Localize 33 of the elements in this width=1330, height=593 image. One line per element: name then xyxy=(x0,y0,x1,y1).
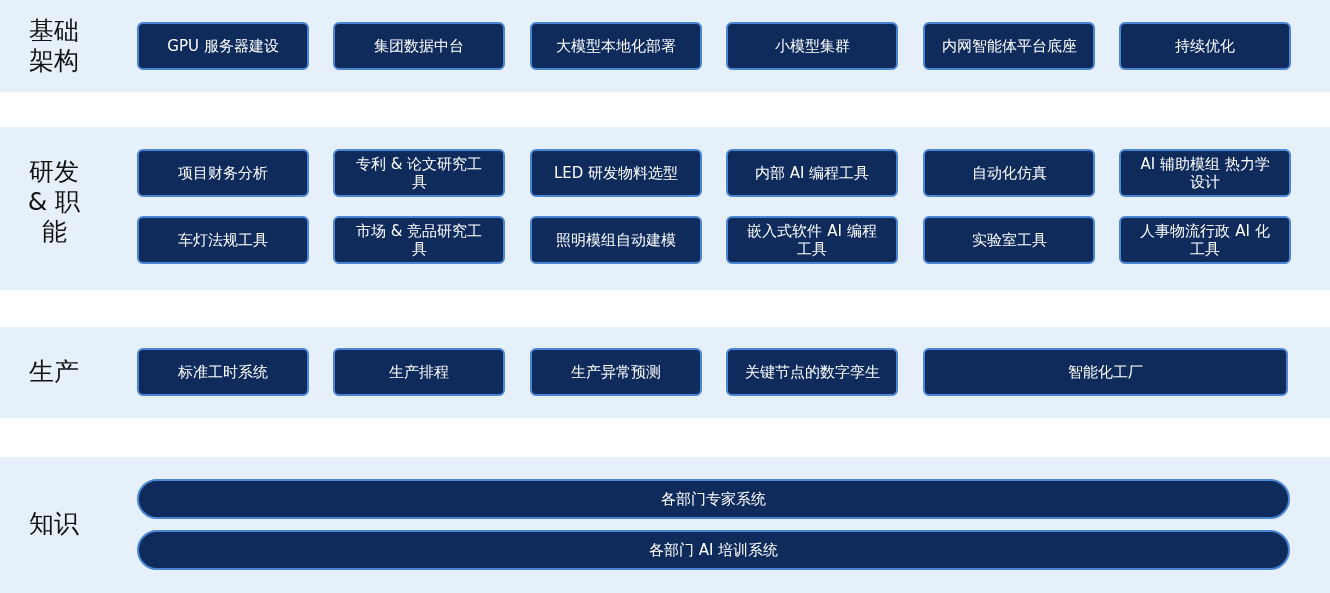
module-box: 标准工时系统 xyxy=(137,348,309,396)
module-box: 人事物流行政 AI 化工具 xyxy=(1119,216,1291,264)
module-box: 内部 AI 编程工具 xyxy=(726,149,898,197)
module-box: 自动化仿真 xyxy=(923,149,1095,197)
layer-band xyxy=(0,127,1330,290)
module-box: 车灯法规工具 xyxy=(137,216,309,264)
module-box: 生产异常预测 xyxy=(530,348,702,396)
module-box: 持续优化 xyxy=(1119,22,1291,70)
layer-heading: 知识 xyxy=(28,509,80,539)
module-box: GPU 服务器建设 xyxy=(137,22,309,70)
layer-heading: 生产 xyxy=(28,357,80,387)
module-box: 各部门 AI 培训系统 xyxy=(137,530,1290,570)
module-box: 市场 & 竞品研究工具 xyxy=(333,216,505,264)
layer-band xyxy=(0,327,1330,418)
module-box: 项目财务分析 xyxy=(137,149,309,197)
module-box: 照明模组自动建模 xyxy=(530,216,702,264)
module-box: 集团数据中台 xyxy=(333,22,505,70)
module-box: 智能化工厂 xyxy=(923,348,1288,396)
module-box: 嵌入式软件 AI 编程工具 xyxy=(726,216,898,264)
layer-heading: 基础架构 xyxy=(28,16,80,76)
layer-heading: 研发 & 职能 xyxy=(26,157,82,247)
module-box: 大模型本地化部署 xyxy=(530,22,702,70)
module-box: 各部门专家系统 xyxy=(137,479,1290,519)
layer-band xyxy=(0,457,1330,593)
module-box: 生产排程 xyxy=(333,348,505,396)
module-box: 实验室工具 xyxy=(923,216,1095,264)
module-box: 小模型集群 xyxy=(726,22,898,70)
module-box: 关键节点的数字孪生 xyxy=(726,348,898,396)
module-box: LED 研发物料选型 xyxy=(530,149,702,197)
layer-band xyxy=(0,0,1330,92)
module-box: 专利 & 论文研究工具 xyxy=(333,149,505,197)
module-box: 内网智能体平台底座 xyxy=(923,22,1095,70)
module-box: AI 辅助模组 热力学设计 xyxy=(1119,149,1291,197)
